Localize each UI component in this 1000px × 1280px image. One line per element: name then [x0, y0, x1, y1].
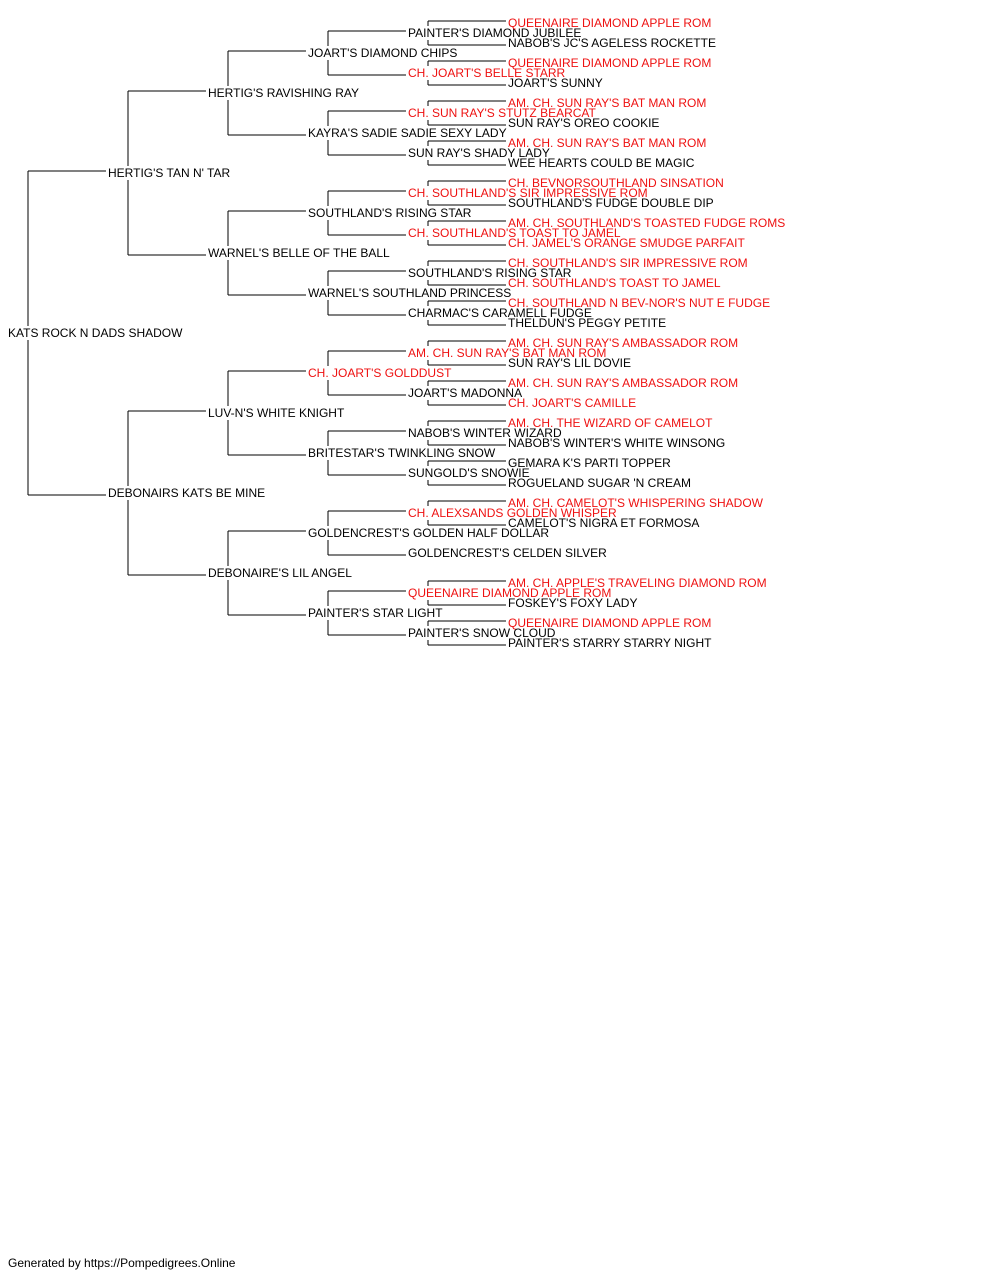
dog-name: JOART'S SUNNY: [508, 76, 603, 90]
dog-name: AM. CH. SUN RAY'S BAT MAN ROM: [508, 136, 706, 150]
dog-name: DEBONAIRS KATS BE MINE: [108, 486, 265, 500]
dog-name: PAINTER'S DIAMOND JUBILEE: [408, 26, 581, 40]
dog-name: CH. SUN RAY'S STUTZ BEARCAT: [408, 106, 597, 120]
dog-name: CH. JOART'S BELLE STARR: [408, 66, 566, 80]
dog-name: SUN RAY'S SHADY LADY: [408, 146, 550, 160]
dog-name: QUEENAIRE DIAMOND APPLE ROM: [408, 586, 611, 600]
dog-name: GOLDENCREST'S GOLDEN HALF DOLLAR: [308, 526, 549, 540]
dog-name: CH. SOUTHLAND'S TOAST TO JAMEL: [408, 226, 621, 240]
dog-name: CH. SOUTHLAND'S SIR IMPRESSIVE ROM: [508, 256, 748, 270]
dog-name: NABOB'S WINTER WIZARD: [408, 426, 562, 440]
dog-name: SUN RAY'S OREO COOKIE: [508, 116, 659, 130]
dog-name: SUNGOLD'S SNOWIE: [408, 466, 530, 480]
dog-name: NABOB'S JC'S AGELESS ROCKETTE: [508, 36, 716, 50]
dog-name: SOUTHLAND'S RISING STAR: [308, 206, 472, 220]
dog-name: GOLDENCREST'S CELDEN SILVER: [408, 546, 607, 560]
dog-name: SUN RAY'S LIL DOVIE: [508, 356, 631, 370]
dog-name: WARNEL'S SOUTHLAND PRINCESS: [308, 286, 511, 300]
dog-name: AM. CH. CAMELOT'S WHISPERING SHADOW: [508, 496, 764, 510]
dog-name: PAINTER'S STAR LIGHT: [308, 606, 443, 620]
pedigree-connectors: [27, 20, 506, 646]
dog-name: SOUTHLAND'S RISING STAR: [408, 266, 572, 280]
dog-name: CH. JAMEL'S ORANGE SMUDGE PARFAIT: [508, 236, 745, 250]
dog-name: AM. CH. SUN RAY'S BAT MAN ROM: [408, 346, 606, 360]
dog-name: JOART'S DIAMOND CHIPS: [308, 46, 457, 60]
dog-name: THELDUN'S PEGGY PETITE: [508, 316, 666, 330]
dog-name: JOART'S MADONNA: [408, 386, 522, 400]
dog-name: AM. CH. SUN RAY'S AMBASSADOR ROM: [508, 376, 738, 390]
dog-name: HERTIG'S TAN N' TAR: [108, 166, 230, 180]
dog-name: AM. CH. SUN RAY'S BAT MAN ROM: [508, 96, 706, 110]
dog-name: QUEENAIRE DIAMOND APPLE ROM: [508, 616, 711, 630]
dog-name: CH. BEVNORSOUTHLAND SINSATION: [508, 176, 724, 190]
dog-name: FOSKEY'S FOXY LADY: [508, 596, 637, 610]
dog-name: AM. CH. THE WIZARD OF CAMELOT: [508, 416, 713, 430]
dog-name: QUEENAIRE DIAMOND APPLE ROM: [508, 56, 711, 70]
dog-name: ROGUELAND SUGAR 'N CREAM: [508, 476, 691, 490]
dog-name: CH. SOUTHLAND'S TOAST TO JAMEL: [508, 276, 721, 290]
dog-name: LUV-N'S WHITE KNIGHT: [208, 406, 345, 420]
dog-name: WEE HEARTS COULD BE MAGIC: [508, 156, 695, 170]
dog-name: CH. SOUTHLAND'S SIR IMPRESSIVE ROM: [408, 186, 648, 200]
dog-name: CHARMAC'S CARAMELL FUDGE: [408, 306, 592, 320]
dog-name: HERTIG'S RAVISHING RAY: [208, 86, 359, 100]
dog-name: KAYRA'S SADIE SADIE SEXY LADY: [308, 126, 507, 140]
dog-name: AM. CH. SOUTHLAND'S TOASTED FUDGE ROMS: [508, 216, 785, 230]
dog-name: CH. ALEXSANDS GOLDEN WHISPER: [408, 506, 617, 520]
dog-name: CH. JOART'S CAMILLE: [508, 396, 636, 410]
footer-credit: Generated by https://Pompedigrees.Online: [8, 1256, 236, 1270]
dog-name: PAINTER'S SNOW CLOUD: [408, 626, 556, 640]
dog-name: AM. CH. SUN RAY'S AMBASSADOR ROM: [508, 336, 738, 350]
dog-name: CAMELOT'S NIGRA ET FORMOSA: [508, 516, 699, 530]
dog-name: CH. JOART'S GOLDDUST: [308, 366, 452, 380]
dog-name: BRITESTAR'S TWINKLING SNOW: [308, 446, 496, 460]
dog-name: WARNEL'S BELLE OF THE BALL: [208, 246, 390, 260]
dog-name: SOUTHLAND'S FUDGE DOUBLE DIP: [508, 196, 714, 210]
dog-name: AM. CH. APPLE'S TRAVELING DIAMOND ROM: [508, 576, 767, 590]
dog-name: GEMARA K'S PARTI TOPPER: [508, 456, 671, 470]
dog-name: PAINTER'S STARRY STARRY NIGHT: [508, 636, 712, 650]
dog-name: KATS ROCK N DADS SHADOW: [8, 326, 183, 340]
dog-name: CH. SOUTHLAND N BEV-NOR'S NUT E FUDGE: [508, 296, 770, 310]
dog-name: QUEENAIRE DIAMOND APPLE ROM: [508, 16, 711, 30]
dog-name: DEBONAIRE'S LIL ANGEL: [208, 566, 352, 580]
dog-name: NABOB'S WINTER'S WHITE WINSONG: [508, 436, 725, 450]
pedigree-labels: KATS ROCK N DADS SHADOW HERTIG'S TAN N' T…: [8, 16, 785, 650]
pedigree-tree: KATS ROCK N DADS SHADOW HERTIG'S TAN N' T…: [8, 16, 785, 650]
